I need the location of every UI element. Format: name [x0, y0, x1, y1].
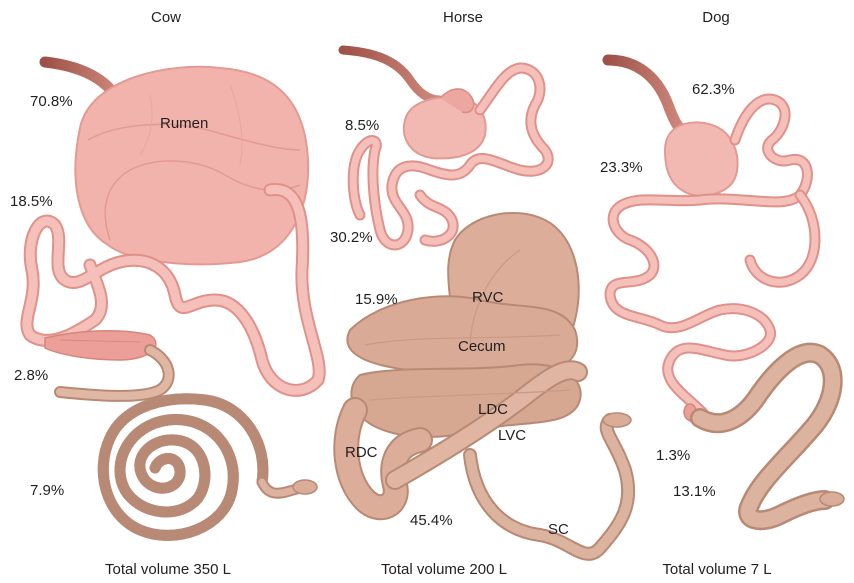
dog-tract: [608, 60, 844, 520]
horse-ldc-label: LDC: [478, 402, 508, 417]
cow-spiral-colon: [103, 399, 317, 536]
cow-rumen: [75, 67, 308, 264]
horse-colon-percent: 45.4%: [410, 513, 453, 528]
horse-title: Horse: [443, 10, 483, 25]
cow-small-intestine-percent: 18.5%: [10, 194, 53, 209]
cow-total-volume: Total volume 350 L: [105, 562, 231, 577]
cow-tract: [27, 62, 319, 535]
horse-esophagus: [343, 50, 440, 100]
horse-small-intestine-percent: 30.2%: [330, 230, 373, 245]
dog-stomach-percent: 62.3%: [692, 82, 735, 97]
cow-cecum: [45, 331, 156, 360]
horse-rvc-label: RVC: [472, 290, 503, 305]
dog-colon: [700, 353, 844, 520]
dog-esophagus: [608, 60, 685, 132]
horse-cecum-percent: 15.9%: [355, 292, 398, 307]
horse-cecum-label: Cecum: [458, 339, 506, 354]
horse-stomach: [404, 89, 486, 159]
cow-stomach-percent: 70.8%: [30, 94, 73, 109]
dog-stomach: [665, 122, 738, 195]
horse-sc-label: SC: [548, 522, 569, 537]
dog-title: Dog: [702, 10, 730, 25]
dog-small-intestine-percent: 23.3%: [600, 160, 643, 175]
horse-total-volume: Total volume 200 L: [381, 562, 507, 577]
cow-cecum-percent: 2.8%: [14, 368, 48, 383]
horse-rdc-label: RDC: [345, 445, 378, 460]
dog-cecum-percent: 1.3%: [656, 448, 690, 463]
horse-stomach-percent: 8.5%: [345, 118, 379, 133]
dog-total-volume: Total volume 7 L: [662, 562, 771, 577]
cow-colon-percent: 7.9%: [30, 483, 64, 498]
horse-lvc-label: LVC: [498, 428, 526, 443]
cow-rumen-label: Rumen: [160, 116, 208, 131]
cow-title: Cow: [151, 10, 181, 25]
dog-colon-percent: 13.1%: [673, 484, 716, 499]
horse-large-intestine: [346, 213, 580, 507]
